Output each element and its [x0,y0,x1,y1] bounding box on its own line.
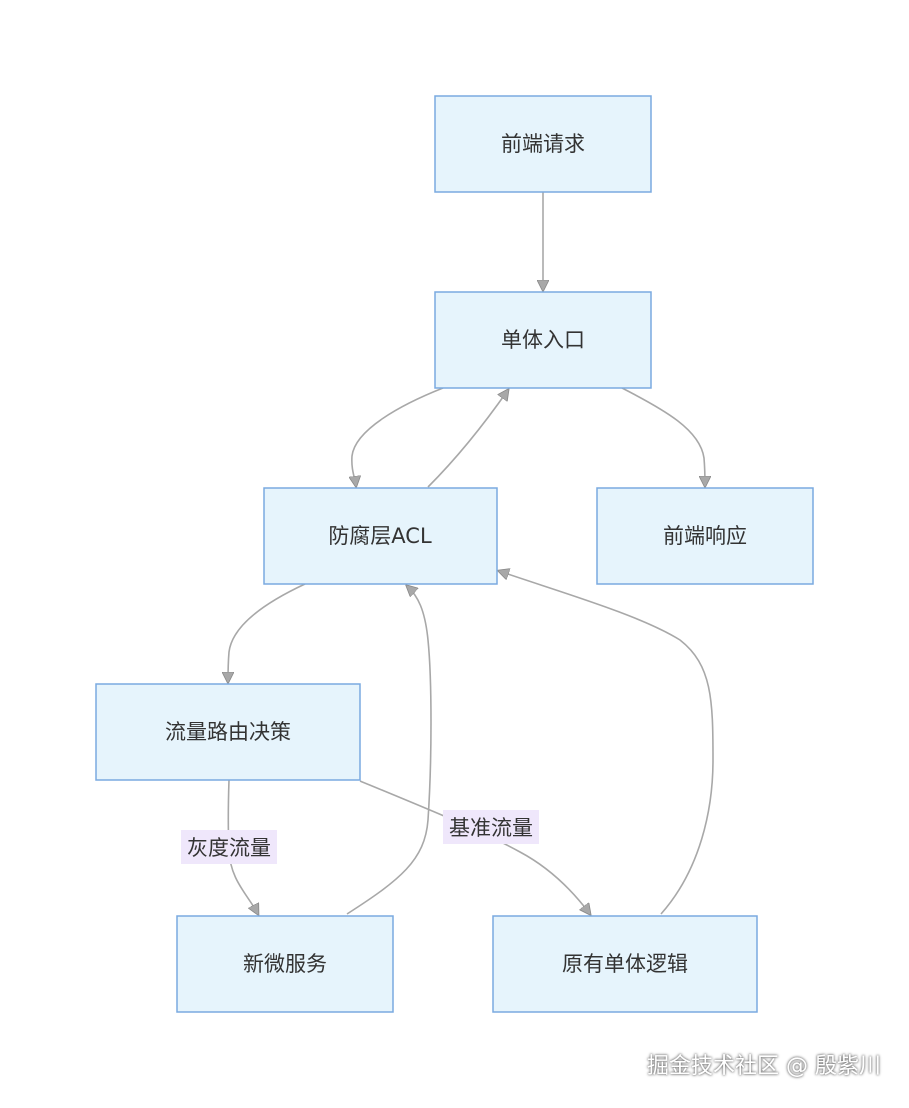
node-label: 流量路由决策 [165,720,291,744]
node-label: 前端请求 [501,132,585,156]
edge-microservice-to-acl [346,586,432,915]
node-acl-layer: 防腐层ACL [263,487,498,585]
edge-legacy-to-acl [499,571,714,915]
node-monolith-entry: 单体入口 [434,291,652,389]
edge-label-gray-traffic: 灰度流量 [181,830,277,864]
node-box [263,487,498,585]
edge-acl-to-entry [427,390,508,488]
node-label: 原有单体逻辑 [562,952,688,976]
node-box [596,487,814,585]
node-frontend-request: 前端请求 [434,95,652,193]
node-box [434,95,652,193]
edge-label-bg [443,810,539,844]
edge-label-bg [181,830,277,864]
node-label: 防腐层ACL [328,524,432,548]
edge-label-text: 灰度流量 [187,836,271,860]
watermark: 掘金技术社区 @ 殷紫川 [647,1054,881,1079]
node-label: 新微服务 [243,952,327,976]
node-label: 前端响应 [663,524,747,548]
edge-label-baseline-traffic: 基准流量 [443,810,539,844]
node-box [95,683,361,781]
node-traffic-routing: 流量路由决策 [95,683,361,781]
edge-label-text: 基准流量 [449,816,533,840]
node-box [434,291,652,389]
node-frontend-response: 前端响应 [596,487,814,585]
edge-routing-to-legacy [359,780,590,914]
edge-acl-to-routing [228,583,306,682]
edge-entry-to-response [621,387,705,486]
edge-entry-to-acl [352,387,444,486]
node-new-microservice: 新微服务 [176,915,394,1013]
node-box [176,915,394,1013]
node-legacy-logic: 原有单体逻辑 [492,915,758,1013]
node-box [492,915,758,1013]
node-label: 单体入口 [501,328,585,352]
